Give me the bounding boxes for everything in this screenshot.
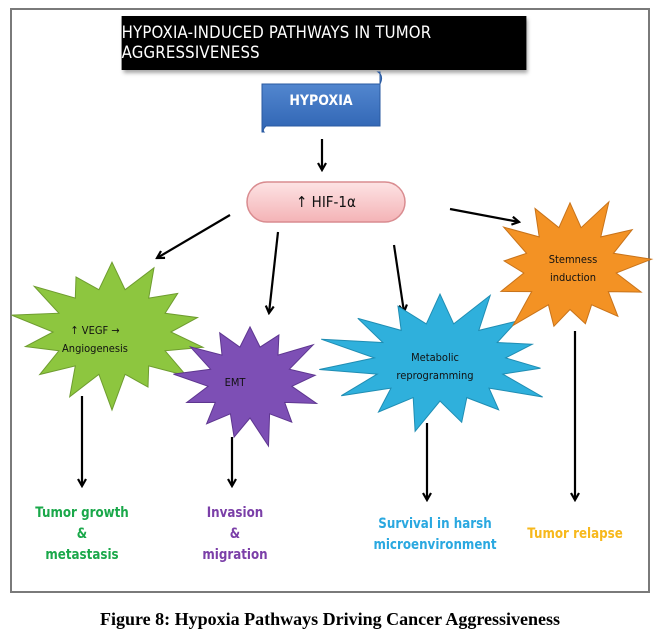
vegf-label: ↑ VEGF → Angiogenesis	[46, 322, 145, 358]
starburst-emt	[173, 325, 319, 448]
outcome-line: migration	[202, 547, 268, 563]
outcome-line: &	[229, 526, 241, 542]
arrow-hif-to-vegf	[157, 214, 231, 258]
metabolic-label-line1: Metabolic	[411, 351, 459, 364]
outcome-invasion: Invasion & migration	[193, 503, 278, 566]
outcome-line: microenvironment	[373, 537, 497, 553]
outcome-line: &	[76, 526, 88, 542]
vegf-label-line2: Angiogenesis	[62, 342, 128, 355]
starburst-stemness	[499, 200, 654, 328]
arrow-hif-to-emt	[269, 231, 280, 313]
metabolic-label-line2: reprogramming	[396, 369, 474, 382]
emt-label: EMT	[224, 376, 246, 389]
outcome-survival: Survival in harsh microenvironment	[367, 514, 503, 556]
vegf-label-line1: ↑ VEGF →	[70, 324, 120, 337]
stemness-label-line1: Stemness	[548, 253, 598, 266]
metabolic-label: Metabolic reprogramming	[386, 349, 485, 385]
stemness-label-line2: induction	[549, 271, 596, 284]
outcome-line: Survival in harsh	[378, 516, 492, 532]
hif1a-node	[246, 181, 406, 223]
hypoxia-node	[261, 71, 383, 133]
figure-caption: Figure 8: Hypoxia Pathways Driving Cance…	[100, 609, 560, 629]
hif1a-label: ↑ HIF-1α	[296, 193, 356, 211]
stemness-label: Stemness induction	[533, 251, 614, 287]
hypoxia-label: HYPOXIA	[289, 93, 353, 109]
arrow-hif-to-stemness	[449, 207, 519, 222]
outcome-line: metastasis	[45, 547, 119, 563]
diagram-title: HYPOXIA-INDUCED PATHWAYS IN TUMOR AGGRES…	[121, 16, 527, 70]
starburst-metabolic	[319, 292, 543, 433]
starburst-vegf	[11, 261, 205, 412]
outcome-tumor-growth: Tumor growth & metastasis	[31, 503, 133, 566]
outcome-line: Tumor growth	[35, 505, 129, 521]
outcome-line: Invasion	[206, 505, 264, 521]
outcome-relapse: Tumor relapse	[527, 526, 623, 542]
arrow-hif-to-metabolic	[392, 244, 404, 312]
